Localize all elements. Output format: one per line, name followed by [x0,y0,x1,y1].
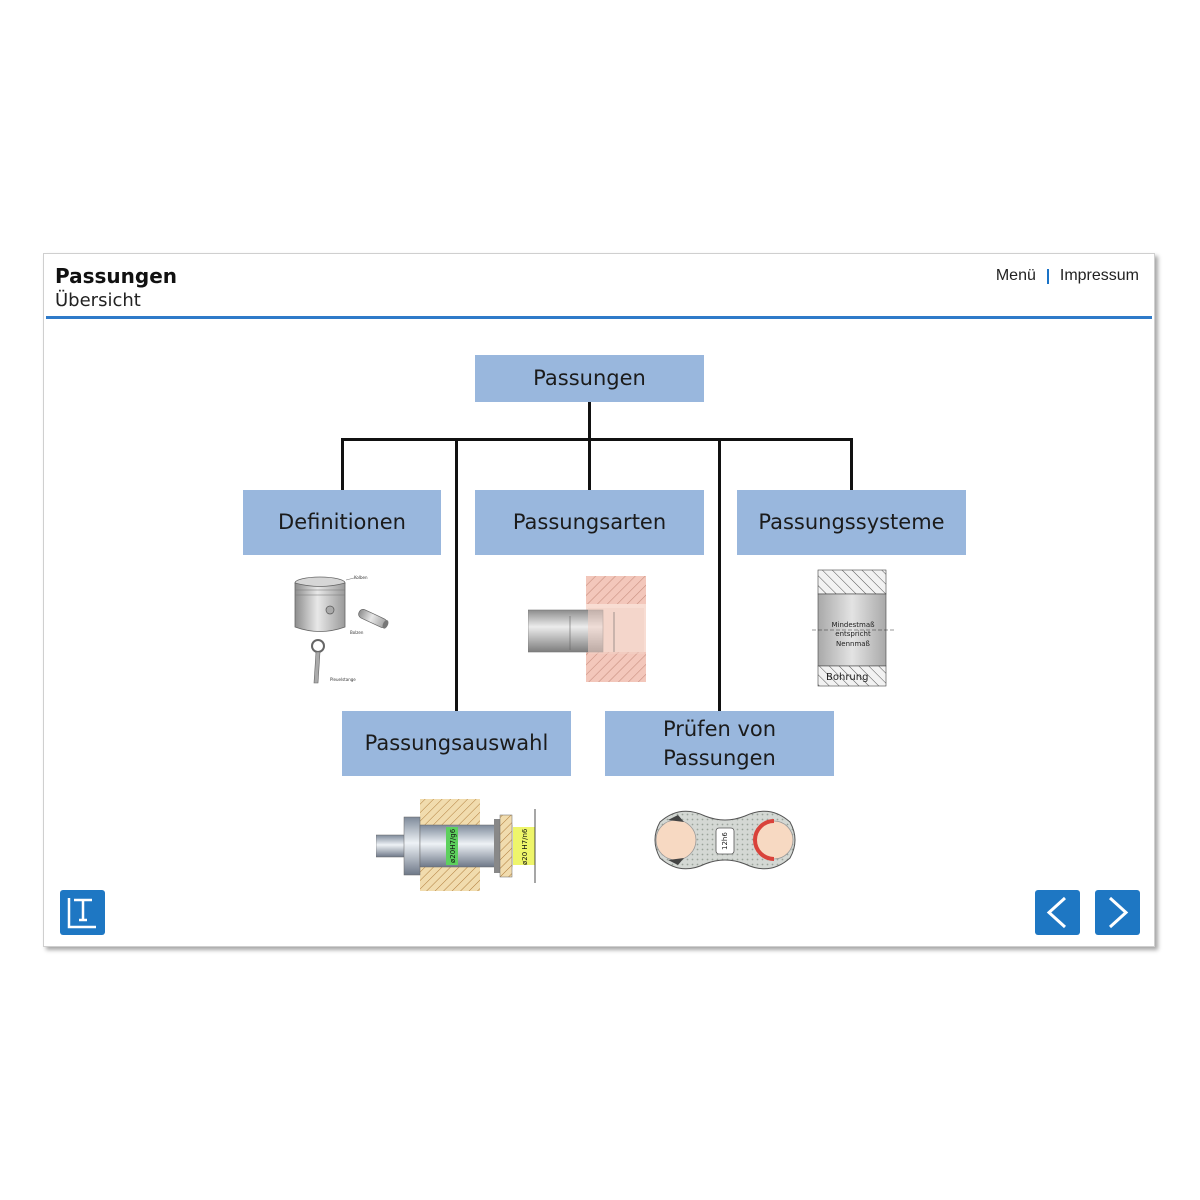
connector-passungssysteme [850,438,853,490]
connector-horizontal [341,438,853,441]
node-label-line: Passungen [663,745,776,770]
prev-button[interactable] [1035,890,1080,935]
imprint-link[interactable]: Impressum [1059,267,1139,284]
chevron-left-icon [1046,896,1067,929]
connector-passungsauswahl [455,438,458,711]
header-divider [46,316,1152,319]
piston-pin-rod-illustration: Kolben Bolzen Pleuelstange [294,575,389,684]
node-passungen[interactable]: Passungen [475,355,704,402]
limit-gauge-illustration: 12h6 [654,810,796,870]
connector-pruefen [718,438,721,711]
header-nav: Menü Impressum [996,267,1139,285]
page-subtitle: Übersicht [55,290,141,311]
menu-link[interactable]: Menü [995,267,1036,284]
lt-logo-icon [67,898,96,929]
illustration-label: Bohrung [826,672,868,683]
illustration-label: Kolben [354,575,368,580]
connector-definitionen [341,438,344,490]
illustration-label: 12h6 [721,832,729,850]
illustration-label: Bolzen [350,630,364,635]
illustration-label: Pleuelstange [330,677,356,682]
connector-root-stem [588,402,591,438]
connector-passungsarten [588,438,591,490]
bore-section-illustration: Mindestmaß entspricht Nennmaß Bohrung [812,569,896,687]
illustration-label: Mindestmaß [831,621,875,629]
node-pruefen-von-passungen[interactable]: Prüfen von Passungen [605,711,834,776]
lt-logo-button[interactable] [60,890,105,935]
slide-frame: Passungen Übersicht Menü Impressum Passu… [43,253,1155,947]
shaft-in-bore-illustration [528,576,646,682]
illustration-label: ø20 H7/n6 [521,828,529,865]
chevron-right-icon [1108,896,1129,929]
illustration-label: Nennmaß [836,640,871,648]
node-passungsarten[interactable]: Passungsarten [475,490,704,555]
node-definitionen[interactable]: Definitionen [243,490,441,555]
node-passungsauswahl[interactable]: Passungsauswahl [342,711,571,776]
nav-separator [1046,268,1049,284]
node-passungssysteme[interactable]: Passungssysteme [737,490,966,555]
next-button[interactable] [1095,890,1140,935]
page-title: Passungen [55,264,178,288]
illustration-label: entspricht [835,630,871,638]
illustration-label: ø20H7/g6 [449,828,457,863]
node-label-line: Prüfen von [662,716,777,741]
shaft-assembly-illustration: ø20H7/g6 ø20 H7/n6 [376,799,536,891]
